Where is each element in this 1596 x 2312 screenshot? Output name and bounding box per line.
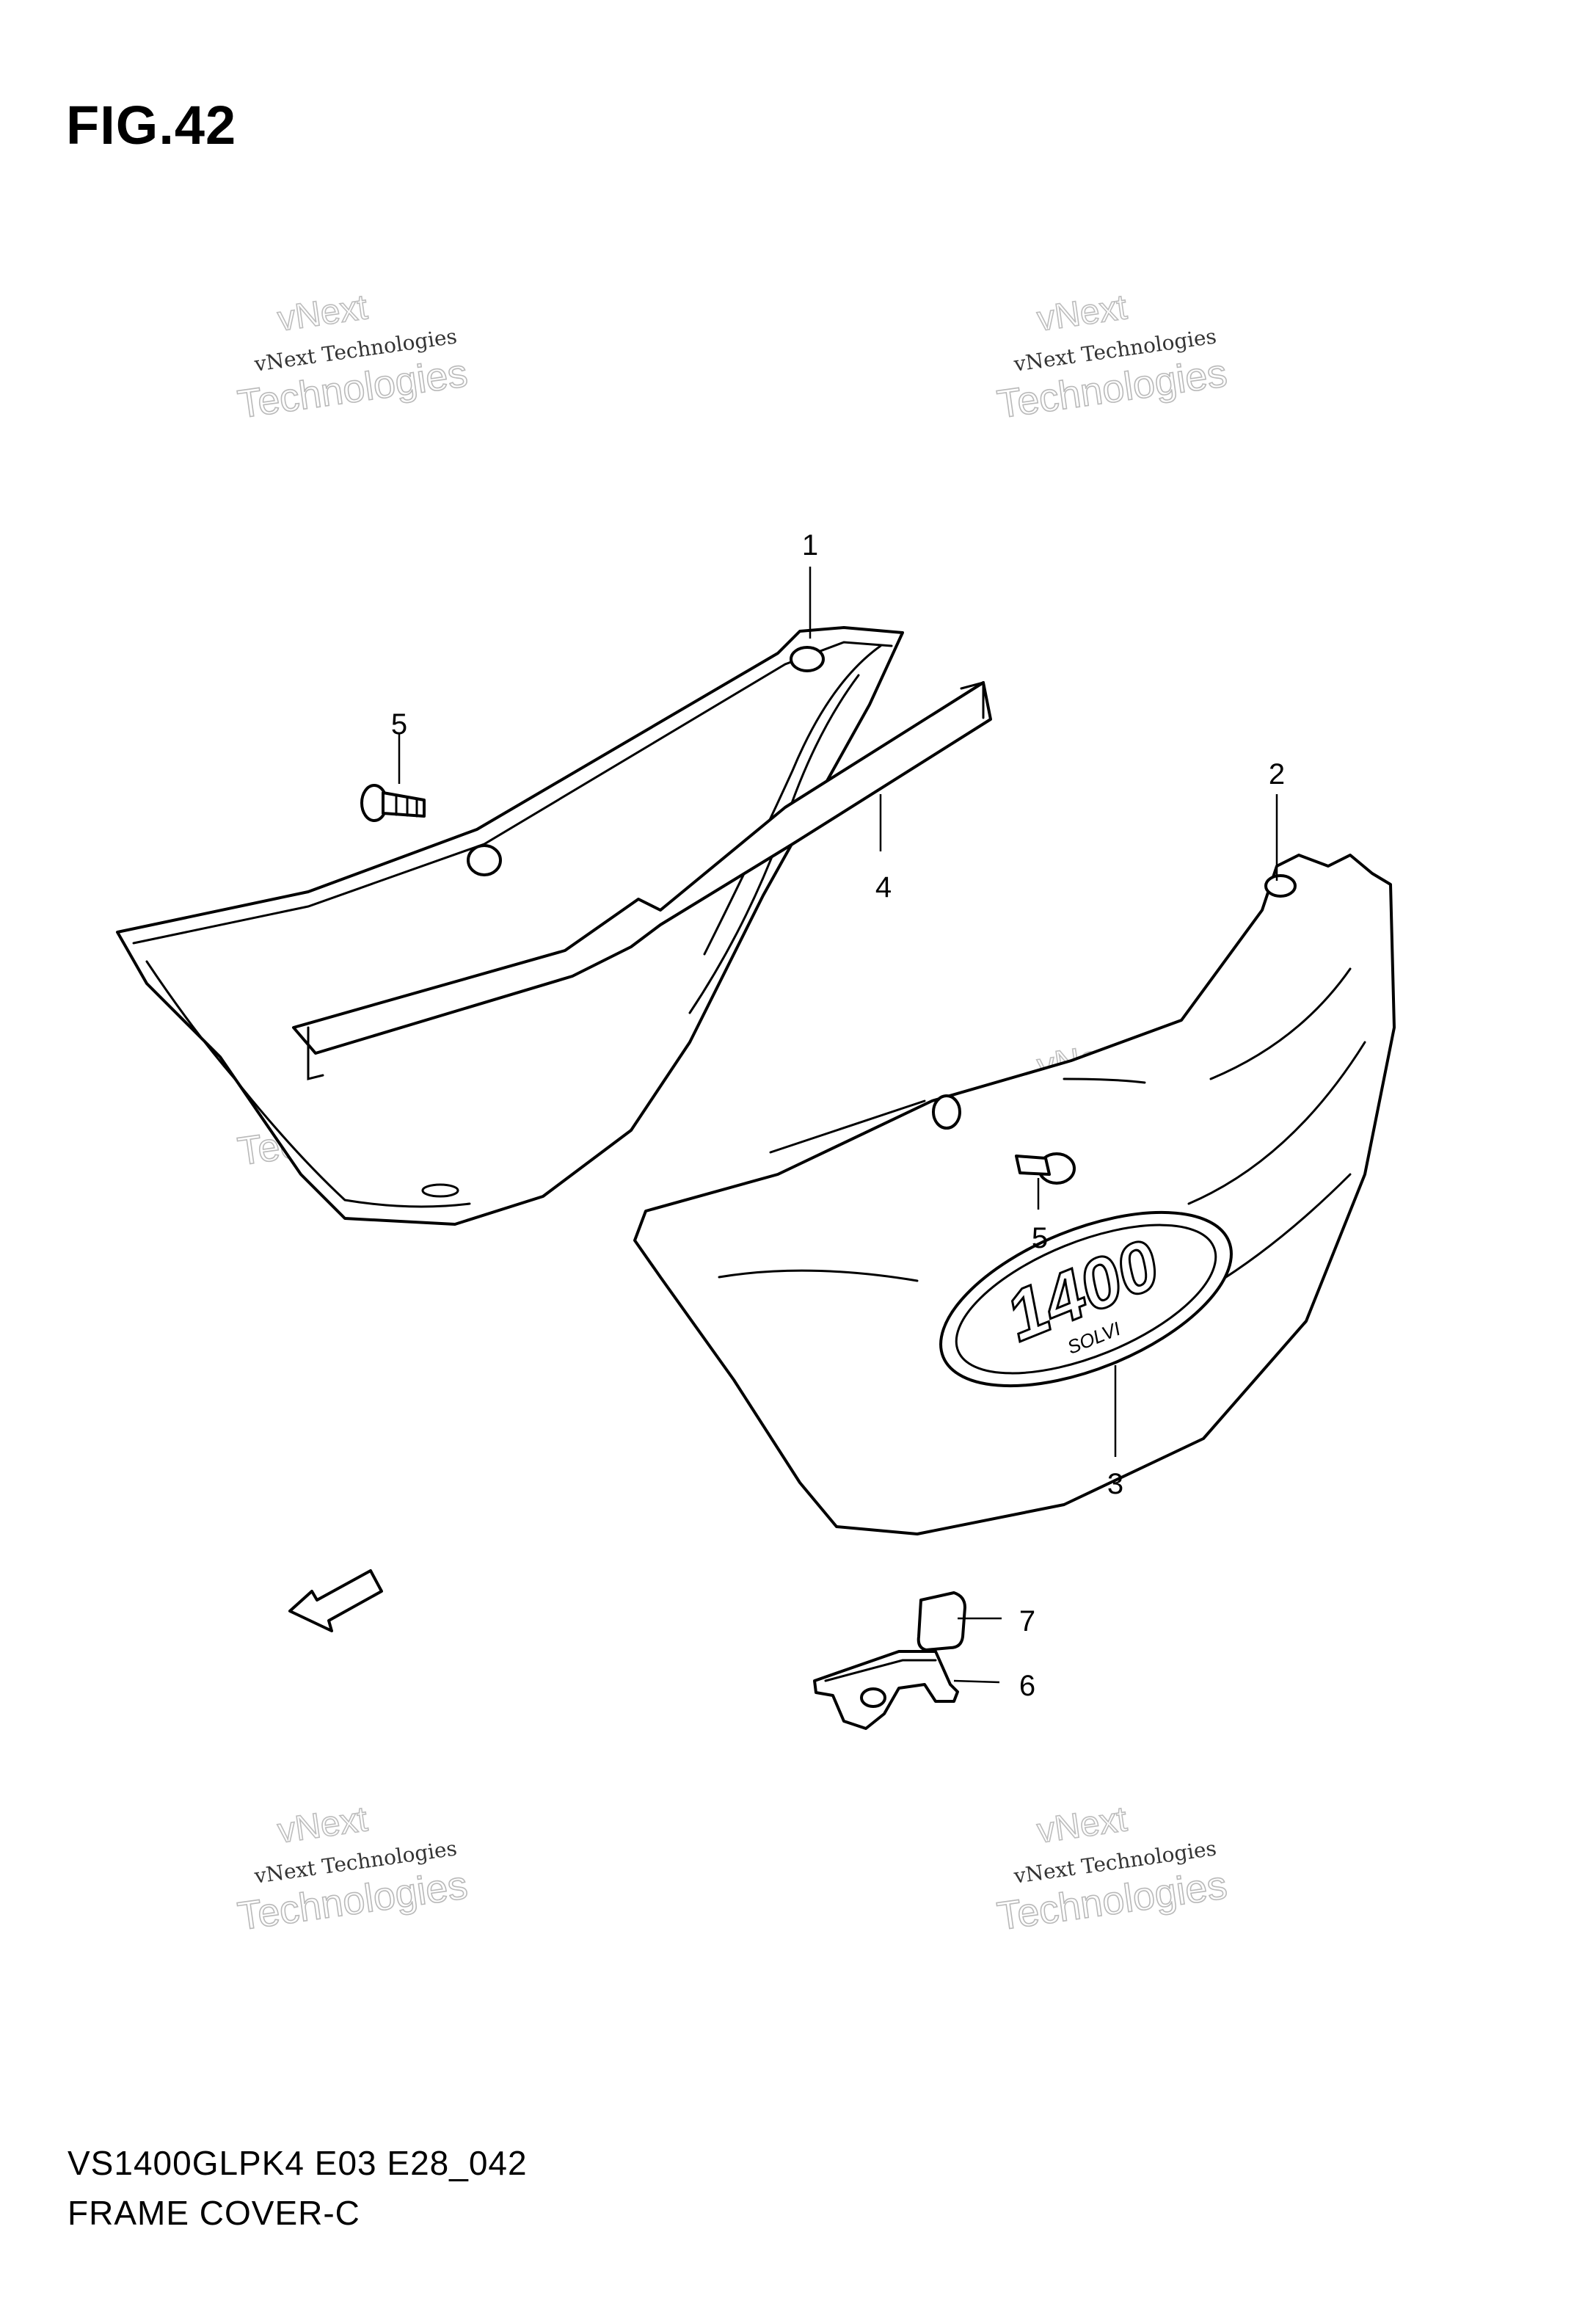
watermark-vnext-text: vNext [275, 288, 370, 339]
figure-title: FIG.42 [66, 95, 237, 156]
model-code: VS1400GLPK4 E03 E28_042 [68, 2144, 528, 2182]
trim-strip [292, 681, 992, 1080]
section-name: FRAME COVER-C [68, 2194, 360, 2232]
callout-7: 7 [1019, 1605, 1035, 1637]
watermark-top-right: vNext vNext Technologies Technologies [994, 287, 1230, 427]
screw-left [360, 784, 426, 822]
right-frame-cover [633, 854, 1396, 1535]
callout-2: 2 [1269, 758, 1285, 790]
callout-4: 4 [875, 871, 892, 904]
watermark-top-left: vNext vNext Technologies Technologies [234, 287, 470, 427]
mount-hole-icon [932, 1094, 961, 1130]
callout-3: 3 [1107, 1468, 1123, 1500]
mount-hole-icon [1264, 874, 1297, 898]
callout-5-right: 5 [1032, 1222, 1048, 1254]
callout-1: 1 [802, 529, 818, 561]
watermark-bottom-left: vNext vNext Technologies Technologies [234, 1799, 470, 1939]
watermark-bottom-right: vNext vNext Technologies Technologies [994, 1799, 1230, 1939]
leader-line-6 [953, 1679, 1000, 1684]
mount-hole-icon [790, 646, 825, 672]
watermark-vnext-text: vNext [1035, 1800, 1129, 1851]
screw-right [1015, 1152, 1076, 1185]
callout-5-left: 5 [391, 708, 407, 741]
callout-6: 6 [1019, 1670, 1035, 1702]
emblem-badge: 1400 SOLVI [939, 1210, 1233, 1388]
slot-icon [421, 1183, 459, 1198]
bracket-hole-icon [860, 1687, 886, 1708]
watermark-vnext-text: vNext [1035, 288, 1129, 339]
watermark-vnext-text: vNext [275, 1800, 370, 1851]
mount-hole-icon [467, 844, 502, 876]
forward-direction-icon: FWD [288, 1569, 383, 1632]
bracket [813, 1650, 959, 1730]
cushion-pad [917, 1591, 966, 1651]
